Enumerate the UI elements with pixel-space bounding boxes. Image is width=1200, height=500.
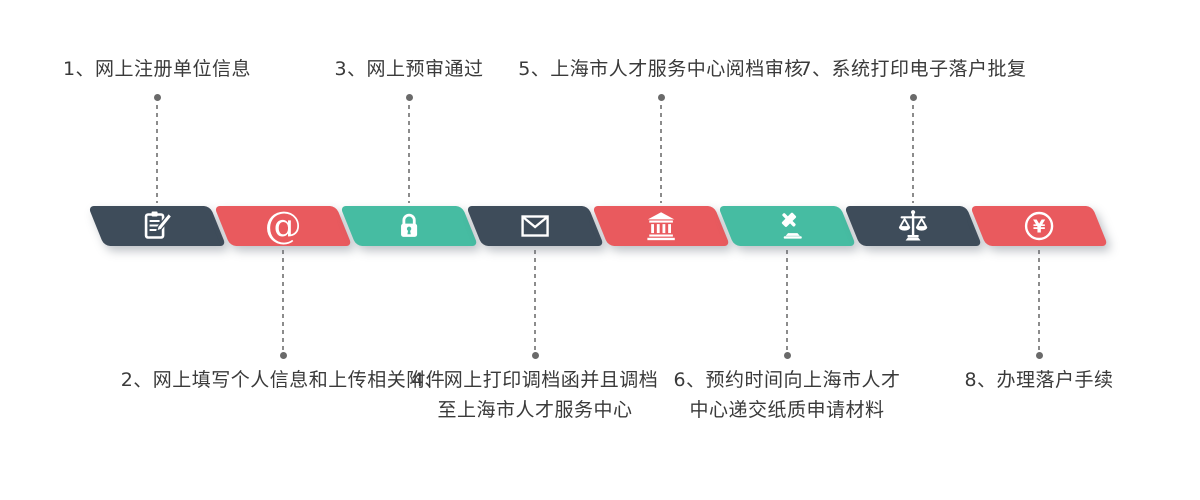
step-6-connector-line [786, 250, 788, 350]
step-4-shape [466, 206, 605, 246]
step-2-label-line: 2、网上填写个人信息和上传相关附件 [120, 369, 446, 391]
yuan-icon: ¥ [1020, 206, 1058, 246]
step-1-connector-dot [153, 94, 161, 101]
step-5-shape [592, 206, 731, 246]
step-4-connector-line [534, 250, 536, 350]
step-6-label-line: 中心递交纸质申请材料 [689, 399, 885, 421]
at-icon: @ [264, 204, 302, 247]
step-1-connector-line [156, 105, 158, 203]
step-1-label-line: 1、网上注册单位信息 [62, 58, 252, 80]
step-5-connector-dot [657, 94, 665, 101]
envelope-icon [516, 206, 554, 246]
step-3-shape [340, 206, 479, 246]
step-1-shape [88, 206, 227, 246]
step-4-connector-dot [531, 352, 539, 359]
svg-text:¥: ¥ [1033, 217, 1046, 238]
step-8-label-line: 8、办理落户手续 [964, 369, 1114, 391]
step-3-label: 3、网上预审通过 [334, 54, 483, 84]
step-4-label-line: 至上海市人才服务中心 [437, 399, 633, 421]
step-2-label: 2、网上填写个人信息和上传相关附件 [121, 365, 446, 395]
lock-icon [390, 206, 428, 246]
step-7-label: 7、系统打印电子落户批复 [799, 54, 1026, 84]
bank-icon [642, 206, 680, 246]
step-5-connector-line [660, 105, 662, 203]
step-6-label-line: 6、预约时间向上海市人才 [673, 369, 901, 391]
step-2-connector-dot [279, 352, 287, 359]
step-8-connector-dot [1035, 352, 1043, 359]
scales-icon [894, 206, 932, 246]
step-4-label-line: 4、网上打印调档函并且调档 [411, 369, 659, 391]
step-3-connector-dot [405, 94, 413, 101]
step-8-connector-line [1038, 250, 1040, 350]
process-step-band: @ [88, 204, 1109, 247]
step-5-label: 5、上海市人才服务中心阅档审核 [518, 54, 804, 84]
step-8-label: 8、办理落户手续 [964, 365, 1113, 395]
step-3-label-line: 3、网上预审通过 [334, 58, 484, 80]
step-6-label: 6、预约时间向上海市人才 中心递交纸质申请材料 [673, 365, 900, 425]
gavel-icon [768, 206, 806, 246]
step-6-shape [718, 206, 857, 246]
step-6-connector-dot [783, 352, 791, 359]
step-1-label: 1、网上注册单位信息 [63, 54, 251, 84]
step-2-connector-line [282, 250, 284, 350]
step-4-label: 4、网上打印调档函并且调档 至上海市人才服务中心 [412, 365, 659, 425]
step-8-shape: ¥ [970, 206, 1109, 246]
step-5-label-line: 5、上海市人才服务中心阅档审核 [518, 58, 804, 80]
clipboard-pencil-icon [138, 206, 176, 246]
step-2-shape: @ [214, 204, 353, 247]
step-7-label-line: 7、系统打印电子落户批复 [799, 58, 1027, 80]
step-7-connector-line [912, 105, 914, 203]
step-7-connector-dot [909, 94, 917, 101]
step-3-connector-line [408, 105, 410, 203]
step-7-shape [844, 206, 983, 246]
